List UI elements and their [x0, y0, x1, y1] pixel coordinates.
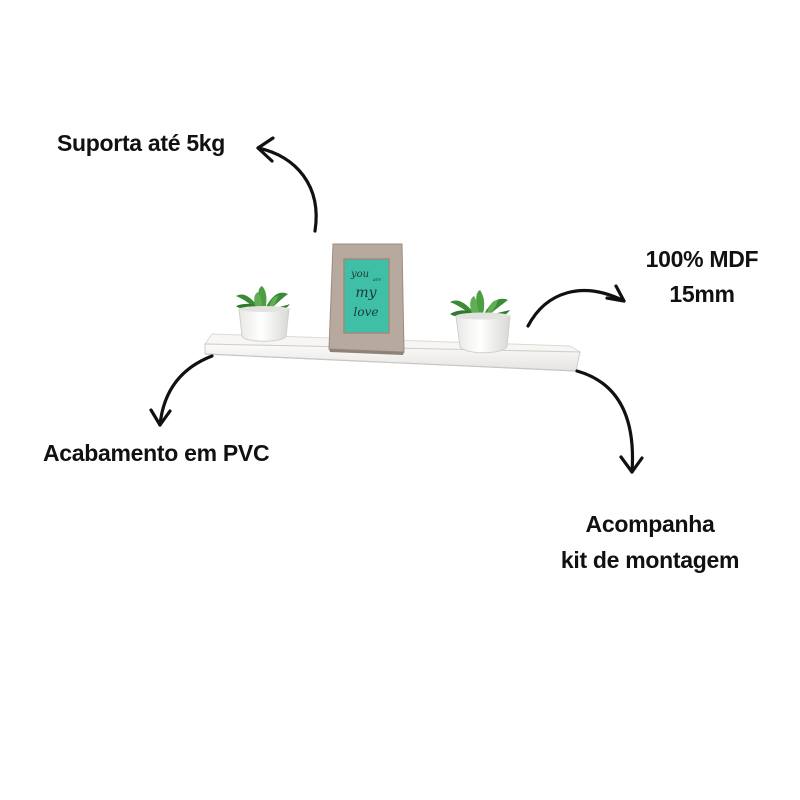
photo-frame: you are my love: [328, 243, 405, 355]
curved-arrow-icon: [575, 369, 644, 474]
load-capacity-label: Suporta até 5kg: [57, 130, 226, 156]
finish-label: Acabamento em PVC: [43, 440, 270, 466]
curved-arrow-icon: [149, 354, 214, 427]
curved-arrow-icon: [526, 284, 626, 328]
svg-text:you: you: [350, 269, 369, 280]
svg-text:love: love: [354, 305, 379, 319]
frame-artwork: you are my love: [350, 269, 381, 319]
curved-arrow-icon: [256, 136, 318, 233]
material-label: 100% MDF 15mm: [622, 244, 782, 310]
svg-text:are: are: [373, 277, 381, 283]
mounting-kit-label-line2: kit de montagem: [560, 547, 740, 573]
left-plant-pot: [236, 286, 290, 342]
mounting-kit-label-line1: Acompanha: [585, 511, 715, 537]
material-label-line1: 100% MDF: [645, 246, 759, 272]
right-plant-pot: [450, 290, 511, 354]
mounting-kit-label: Acompanha kit de montagem: [530, 509, 770, 576]
svg-text:my: my: [355, 285, 377, 301]
material-label-line2: 15mm: [669, 281, 735, 307]
